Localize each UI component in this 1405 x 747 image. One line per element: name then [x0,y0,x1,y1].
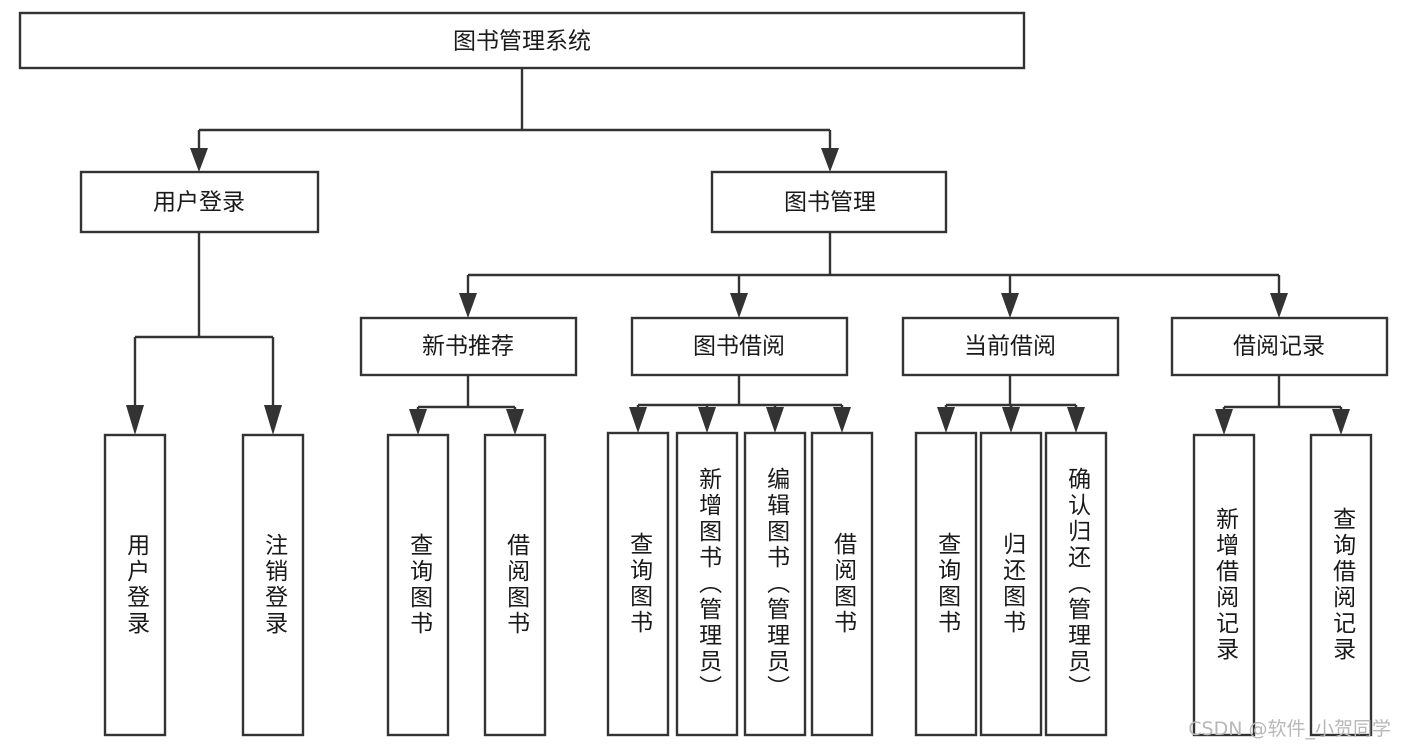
arrow-to-leaf-query-book-2 [629,407,647,433]
nodes-layer: 图书管理系统 用户登录 图书管理 新书推荐 图书借阅 当前借阅 借阅记录 [18,11,1389,737]
edges-layer [126,68,1350,435]
arrow-root-to-user-login [190,148,208,172]
node-box-book-borrow[interactable] [630,316,849,377]
arrow-to-leaf-user-login [126,405,144,435]
node-box-leaf-borrow-book-2[interactable] [810,431,874,737]
arrow-to-current-borrow [1001,293,1019,318]
arrow-to-new-book-rec [459,293,477,318]
node-box-borrow-record[interactable] [1170,316,1389,377]
node-label-current-borrow: 当前借阅 [964,334,1056,360]
arrow-to-borrow-record [1270,293,1288,318]
arrow-root-to-book-manage [821,148,839,172]
arrow-to-leaf-add-book [698,407,716,433]
node-box-leaf-add-book[interactable] [675,431,739,737]
node-box-leaf-query-book-2[interactable] [606,431,670,737]
node-box-leaf-return-book[interactable] [979,431,1043,737]
node-box-leaf-logout[interactable] [241,433,305,737]
watermark-text: CSDN @软件_小贺同学 [1188,718,1391,740]
arrow-to-leaf-borrow-book-1 [506,409,524,435]
arrow-to-leaf-logout [264,405,282,435]
arrow-to-leaf-query-book-3 [937,407,955,433]
arrow-to-leaf-edit-book [766,407,784,433]
node-box-new-book-rec[interactable] [359,316,578,377]
arrow-to-leaf-confirm-return [1067,407,1085,433]
node-label-user-login: 用户登录 [153,190,245,216]
node-box-leaf-confirm-return[interactable] [1044,431,1108,737]
node-label-book-manage: 图书管理 [784,190,876,216]
node-box-user-login[interactable] [79,170,320,234]
arrow-to-leaf-add-record [1215,409,1233,435]
node-box-root[interactable] [18,11,1026,70]
arrow-to-leaf-query-record [1332,409,1350,435]
node-box-current-borrow[interactable] [901,316,1120,377]
arrow-to-leaf-query-book-1 [409,409,427,435]
node-box-leaf-borrow-book-1[interactable] [483,433,547,737]
arrow-to-book-borrow [730,293,748,318]
node-box-leaf-add-record[interactable] [1192,433,1256,737]
arrow-to-leaf-borrow-book-2 [833,407,851,433]
arrow-to-leaf-return-book [1002,407,1020,433]
node-box-leaf-query-record[interactable] [1309,433,1373,737]
node-label-new-book-rec: 新书推荐 [422,334,514,360]
node-box-leaf-edit-book[interactable] [743,431,807,737]
node-box-leaf-query-book-1[interactable] [386,433,450,737]
node-label-root: 图书管理系统 [453,29,591,55]
node-label-book-borrow: 图书借阅 [693,334,785,360]
node-box-book-manage[interactable] [710,170,948,234]
node-box-leaf-query-book-3[interactable] [914,431,978,737]
node-box-leaf-user-login[interactable] [103,433,167,737]
node-label-borrow-record: 借阅记录 [1233,334,1325,360]
